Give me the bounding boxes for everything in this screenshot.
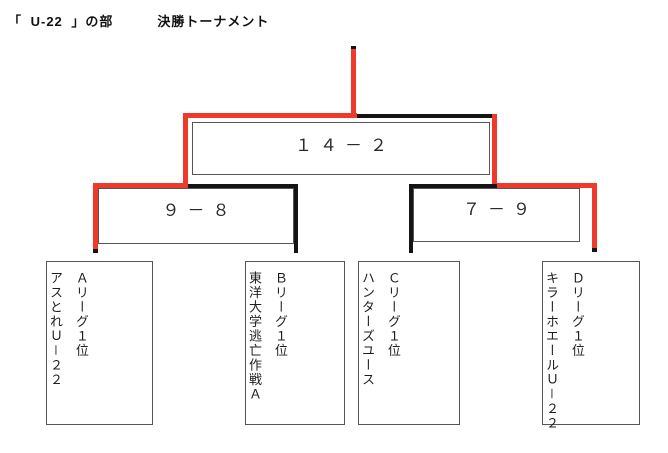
team-d-name: キラーホエールＵ－２２ [543, 271, 559, 431]
team-c-text: Ｃリーグ１位 ハンターズユース [359, 262, 415, 424]
final-left-line-winner [183, 113, 188, 188]
page-title: 「 U-22 」の部 決勝トーナメント [8, 11, 269, 30]
final-top-line-winner [183, 113, 357, 118]
semifinal-right-top-line-loser [409, 184, 497, 188]
final-match-box: １４－２ [192, 122, 490, 175]
team-b-text: Ｂリーグ１位 東洋大学逃亡作戦Ａ [246, 262, 302, 424]
team-b-line-loser [294, 184, 298, 253]
semifinal-left-top-line-loser [188, 184, 298, 188]
team-b-name: 東洋大学逃亡作戦Ａ [246, 271, 262, 402]
final-top-line-loser [357, 114, 497, 118]
tournament-heading: 決勝トーナメント [157, 14, 270, 29]
team-d-league: Ｄリーグ１位 [569, 271, 585, 358]
team-c-line-loser [409, 184, 413, 253]
semifinal-right-top-line-winner [497, 183, 597, 188]
team-b-box: Ｂリーグ１位 東洋大学逃亡作戦Ａ [245, 261, 345, 425]
semifinal-right-box: ７－９ [413, 188, 580, 242]
team-d-text: Ｄリーグ１位 キラーホエールＵ－２２ [543, 262, 599, 431]
team-a-box: Ａリーグ１位 アスとれＵ－２２ [46, 261, 153, 425]
team-a-line-winner [93, 183, 98, 249]
team-d-line-winner [592, 183, 597, 248]
semifinal-right-score: ７－９ [463, 199, 538, 219]
team-b-league: Ｂリーグ１位 [272, 271, 288, 358]
semifinal-left-top-line-winner [93, 183, 188, 188]
team-d-box: Ｄリーグ１位 キラーホエールＵ－２２ [542, 261, 640, 431]
team-a-line-cap [93, 249, 98, 253]
final-score: １４－２ [295, 136, 395, 155]
team-a-text: Ａリーグ１位 アスとれＵ－２２ [47, 262, 103, 424]
semifinal-left-score: ９－８ [162, 200, 238, 220]
final-right-line-winner [492, 114, 497, 188]
team-a-name: アスとれＵ－２２ [47, 271, 63, 388]
champion-line-cap [351, 46, 356, 51]
division-label: 「 U-22 」の部 [8, 14, 114, 29]
team-c-name: ハンターズユース [359, 271, 375, 387]
semifinal-left-box: ９－８ [98, 188, 294, 244]
team-c-league: Ｃリーグ１位 [385, 271, 401, 358]
team-c-box: Ｃリーグ１位 ハンターズユース [358, 261, 460, 425]
champion-line [351, 49, 356, 117]
team-a-league: Ａリーグ１位 [73, 271, 89, 358]
team-d-line-cap [592, 248, 597, 252]
